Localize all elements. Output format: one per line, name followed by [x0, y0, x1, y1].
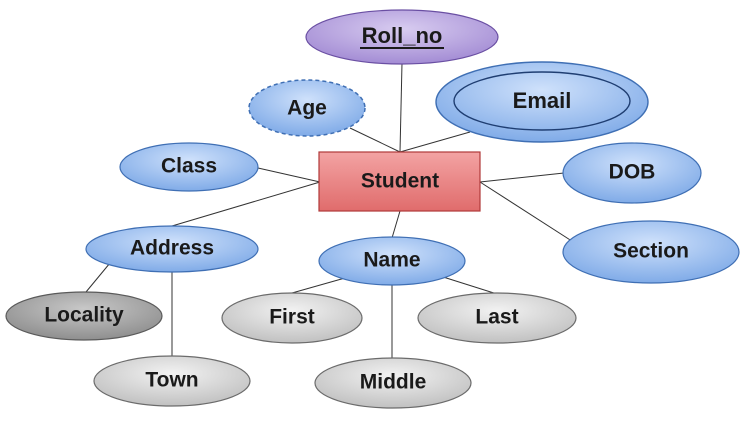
town-label: Town [145, 369, 198, 392]
connector-name-first [291, 277, 346, 294]
attribute-age: Age [248, 79, 366, 137]
connector-student-email [399, 131, 471, 153]
last-ellipse [417, 292, 577, 344]
first-label: First [269, 306, 315, 329]
connector-student-age [349, 127, 401, 153]
last-label: Last [475, 306, 518, 329]
entity-box [318, 151, 481, 212]
dob-label: DOB [609, 161, 656, 184]
section-ellipse [562, 220, 740, 284]
email-outer-ellipse [435, 61, 649, 143]
connectors [85, 62, 579, 358]
address-label: Address [130, 237, 214, 260]
age-label: Age [287, 97, 327, 120]
connector-student-name [391, 210, 401, 239]
attribute-email: Email [435, 61, 649, 143]
attribute-roll-no: Roll_no [305, 9, 499, 65]
name-ellipse [318, 236, 466, 286]
email-label: Email [513, 88, 572, 113]
attribute-class: Class [119, 142, 259, 192]
connector-student-section [479, 181, 579, 246]
email-inner-ellipse [453, 71, 631, 131]
attribute-town: Town [93, 355, 251, 407]
roll-no-label: Roll_no [362, 23, 443, 48]
attribute-address: Address [85, 225, 259, 273]
age-ellipse [248, 79, 366, 137]
attribute-section: Section [562, 220, 740, 284]
middle-ellipse [314, 357, 472, 409]
connector-student-class [257, 167, 321, 183]
first-ellipse [221, 292, 363, 344]
attribute-middle: Middle [314, 357, 472, 409]
connector-student-address [171, 181, 321, 227]
attribute-locality: Locality [5, 291, 163, 341]
attribute-first: First [221, 292, 363, 344]
roll-no-ellipse [305, 9, 499, 65]
middle-label: Middle [360, 371, 427, 394]
dob-ellipse [562, 142, 702, 204]
section-label: Section [613, 240, 689, 263]
connector-name-last [439, 275, 498, 295]
address-ellipse [85, 225, 259, 273]
attribute-name: Name [318, 236, 466, 286]
name-label: Name [363, 249, 420, 272]
connector-student-dob [479, 172, 565, 183]
connector-student-roll-no [399, 62, 403, 153]
class-ellipse [119, 142, 259, 192]
attribute-last: Last [417, 292, 577, 344]
class-label: Class [161, 155, 217, 178]
town-ellipse [93, 355, 251, 407]
attribute-dob: DOB [562, 142, 702, 204]
locality-label: Locality [44, 304, 124, 327]
locality-ellipse [5, 291, 163, 341]
entity-student: Student [318, 151, 481, 212]
connector-address-locality [85, 262, 111, 293]
entity-label: Student [361, 170, 439, 193]
